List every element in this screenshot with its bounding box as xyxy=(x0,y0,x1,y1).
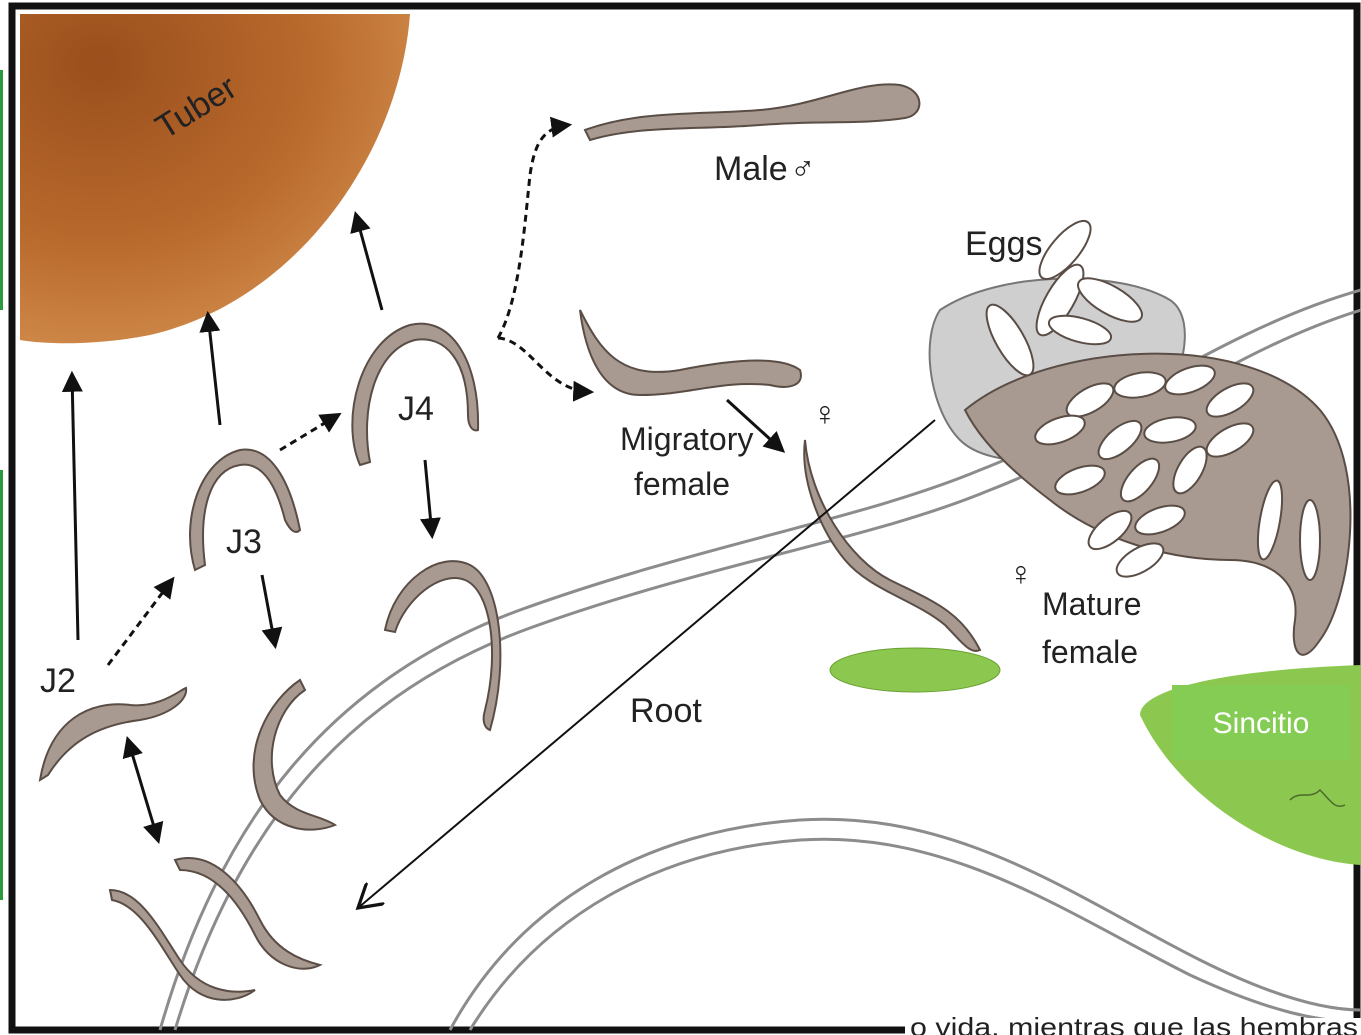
root-label: Root xyxy=(630,692,702,730)
mature-female-label-line2: female xyxy=(1042,634,1138,670)
side-bar-bottom xyxy=(0,470,3,900)
footer-text: o vida, mientras que las hembras xyxy=(910,1012,1358,1035)
j4-label: J4 xyxy=(398,390,434,428)
sincitio-label: Sincitio xyxy=(1213,707,1310,740)
j2-label: J2 xyxy=(40,662,76,700)
male-symbol: ♂ xyxy=(790,150,816,188)
female-symbol-migratory: ♀ xyxy=(812,395,838,433)
j3-label: J3 xyxy=(226,523,262,561)
eggs-label: Eggs xyxy=(965,225,1043,263)
syncytium-small xyxy=(830,648,1000,692)
migratory-female-label-line1: Migratory xyxy=(620,421,753,457)
female-symbol-mature: ♀ xyxy=(1008,555,1034,593)
migratory-female-label-line2: female xyxy=(634,466,730,502)
mature-female-label-line1: Mature xyxy=(1042,586,1142,622)
male-label: Male xyxy=(714,150,788,188)
side-bar-top xyxy=(0,70,3,310)
